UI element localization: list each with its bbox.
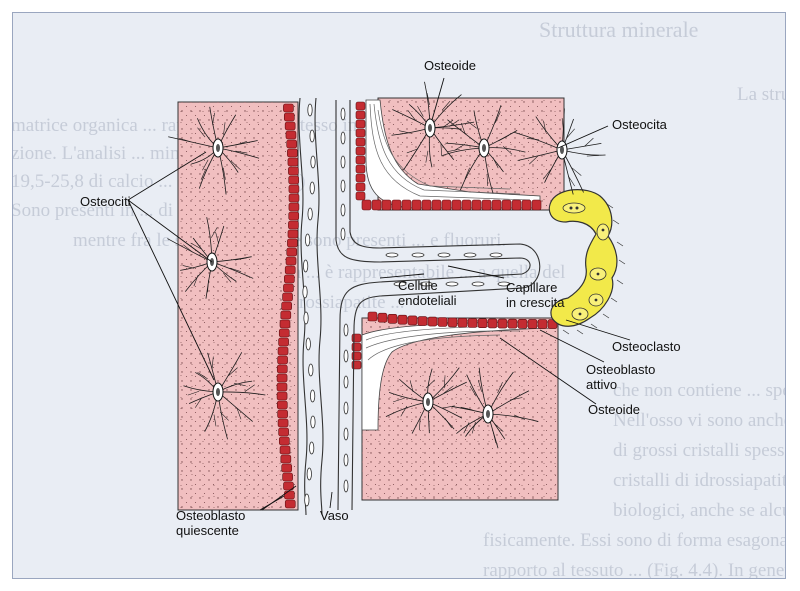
- label-vaso: Vaso: [320, 508, 349, 523]
- osteoid-fibers-top: [369, 103, 531, 201]
- endothelial-cells-vessel: [302, 103, 316, 507]
- bone-block-left: [177, 101, 299, 511]
- background-line: fisicamente. Essi sono di forma esagonal…: [483, 530, 785, 551]
- label-osteoblasto-quiescente: Osteoblasto quiescente: [176, 508, 246, 538]
- endothelial-cells-capillary: [340, 107, 511, 493]
- background-line: La struttura ... è rappresentabile ... a…: [213, 262, 566, 283]
- leader-lines: [127, 77, 631, 511]
- background-line: biologici, anche se alcune specie ionich…: [613, 500, 785, 521]
- background-line: cristalli di idrossiapatite ... poco sol…: [613, 470, 786, 491]
- quiescent-osteoblast-strip: [276, 103, 300, 509]
- label-capillare: Capillare in crescita: [506, 280, 565, 310]
- active-osteoblast-strip-top: [355, 101, 542, 211]
- osteoid-layer-top: [365, 99, 541, 209]
- background-line: La struttura mineralizzata dell'osso è a…: [737, 84, 785, 105]
- growing-capillary: [335, 100, 531, 511]
- label-osteoide-top: Osteoide: [424, 58, 477, 73]
- label-cellule-endoteliali: Cellule endoteliali: [398, 278, 457, 308]
- background-line: Nell'osso vi sono anche ... come ... sot…: [613, 410, 785, 431]
- label-osteoclasto: Osteoclasto: [612, 339, 681, 354]
- label-osteociti: Osteociti: [80, 194, 131, 209]
- background-line: che non contiene ... specie ioniche: [613, 380, 785, 401]
- osteoclast: [548, 189, 626, 335]
- label-osteoblasto-attivo: Osteoblasto attivo: [586, 362, 656, 392]
- background-line: di grossi cristalli spesso ... delle den…: [613, 440, 785, 461]
- vessel: [298, 97, 308, 516]
- background-heading: Struttura minerale: [539, 17, 699, 42]
- growing-capillary-wall: [349, 100, 541, 511]
- vessel-wall: [314, 97, 324, 516]
- osteocytes: [167, 81, 606, 449]
- label-osteoide-bottom: Osteoide: [588, 402, 641, 417]
- background-line: rapporto al tessuto ... (Fig. 4.4). In g…: [483, 560, 786, 579]
- label-osteocita: Osteocita: [612, 117, 667, 132]
